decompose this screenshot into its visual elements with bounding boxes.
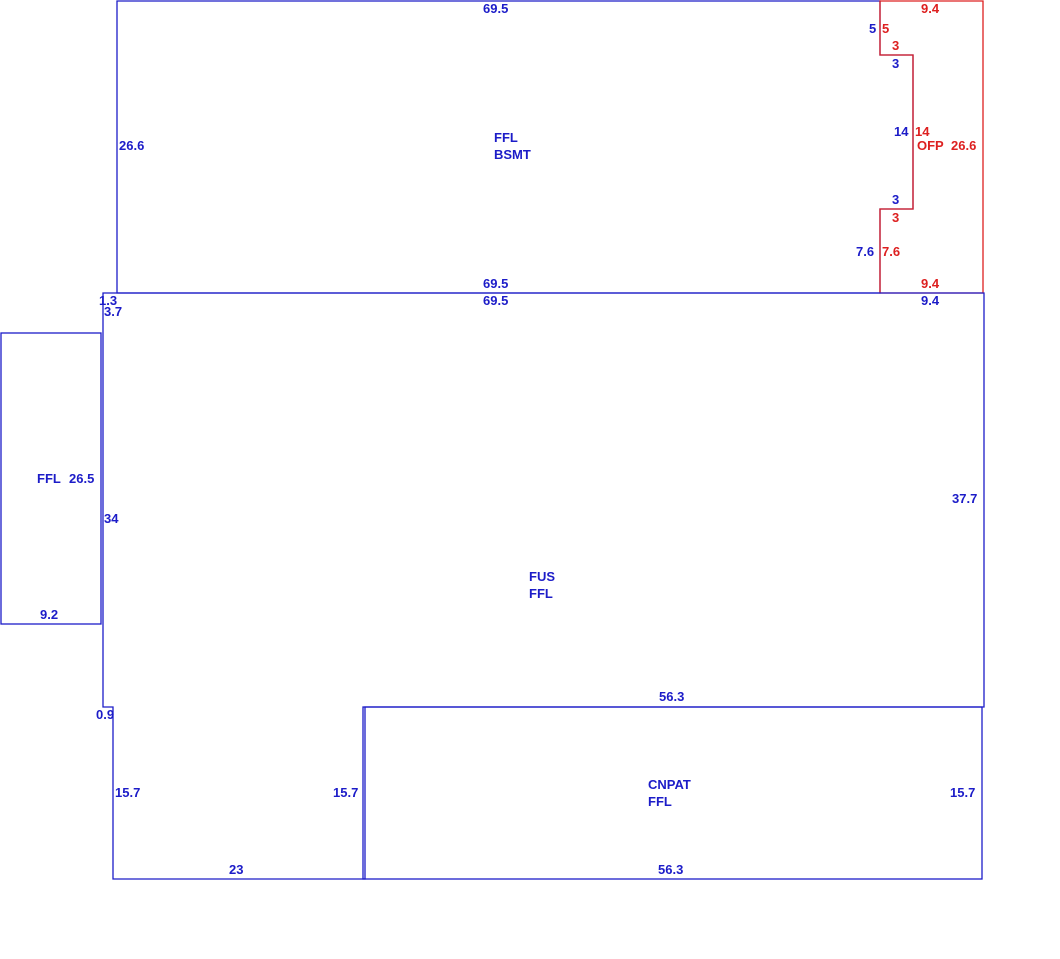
- dim-side-height: 26.5: [69, 471, 94, 486]
- dim-ofp-3-top: 3: [892, 38, 899, 53]
- dim-cnpat-bottom: 56.3: [658, 862, 683, 877]
- dim-bsmt-top: 69.5: [483, 1, 508, 16]
- dim-fus-right: 37.7: [952, 491, 977, 506]
- dim-fus-left: 34: [104, 511, 119, 526]
- cnpat-box: [362, 706, 983, 880]
- dim-ofp-bottom: 9.4: [921, 276, 940, 291]
- dim-fus-top-right: 9.4: [921, 293, 940, 308]
- dim-bsmt-step-3-bottom: 3: [892, 192, 899, 207]
- fus-label-line2: FFL: [529, 586, 553, 601]
- dim-side-width: 9.2: [40, 607, 58, 622]
- dim-cnpat-right: 15.7: [950, 785, 975, 800]
- dim-ofp-5: 5: [882, 21, 889, 36]
- cnpat-label-line1: CNPAT: [648, 777, 691, 792]
- dim-ofp-right: 26.6: [951, 138, 976, 153]
- dim-bsmt-step-7-6: 7.6: [856, 244, 874, 259]
- dim-fus-left-lower: 0.9: [96, 707, 114, 722]
- dim-bsmt-step-5: 5: [869, 21, 876, 36]
- dim-fus-left-upper: 3.7: [104, 304, 122, 319]
- fus-label-line1: FUS: [529, 569, 555, 584]
- ffl-side-box: [0, 332, 102, 625]
- ffl-side-label: FFL: [37, 471, 61, 486]
- dim-bsmt-step-3-top: 3: [892, 56, 899, 71]
- dim-ofp-14: 14: [915, 124, 930, 139]
- dim-cnpat-top: 56.3: [659, 689, 684, 704]
- bsmt-label-line1: FFL: [494, 130, 518, 145]
- dim-bsmt-step-14: 14: [894, 124, 909, 139]
- dim-ofp-top: 9.4: [921, 1, 940, 16]
- dim-ofp-3-bottom: 3: [892, 210, 899, 225]
- dim-bsmt-bottom: 69.5: [483, 276, 508, 291]
- cnpat-label-line2: FFL: [648, 794, 672, 809]
- ofp-label: OFP: [917, 138, 944, 153]
- dim-cnpat-left: 15.7: [333, 785, 358, 800]
- bsmt-label-line2: BSMT: [494, 147, 531, 162]
- dim-bsmt-left: 26.6: [119, 138, 144, 153]
- dim-fus-top-offset: 1.3: [99, 293, 117, 308]
- dim-notch-bottom: 23: [229, 862, 243, 877]
- ofp-outline: [879, 0, 984, 294]
- dim-ofp-7-6: 7.6: [882, 244, 900, 259]
- dim-notch-left: 15.7: [115, 785, 140, 800]
- dim-fus-top: 69.5: [483, 293, 508, 308]
